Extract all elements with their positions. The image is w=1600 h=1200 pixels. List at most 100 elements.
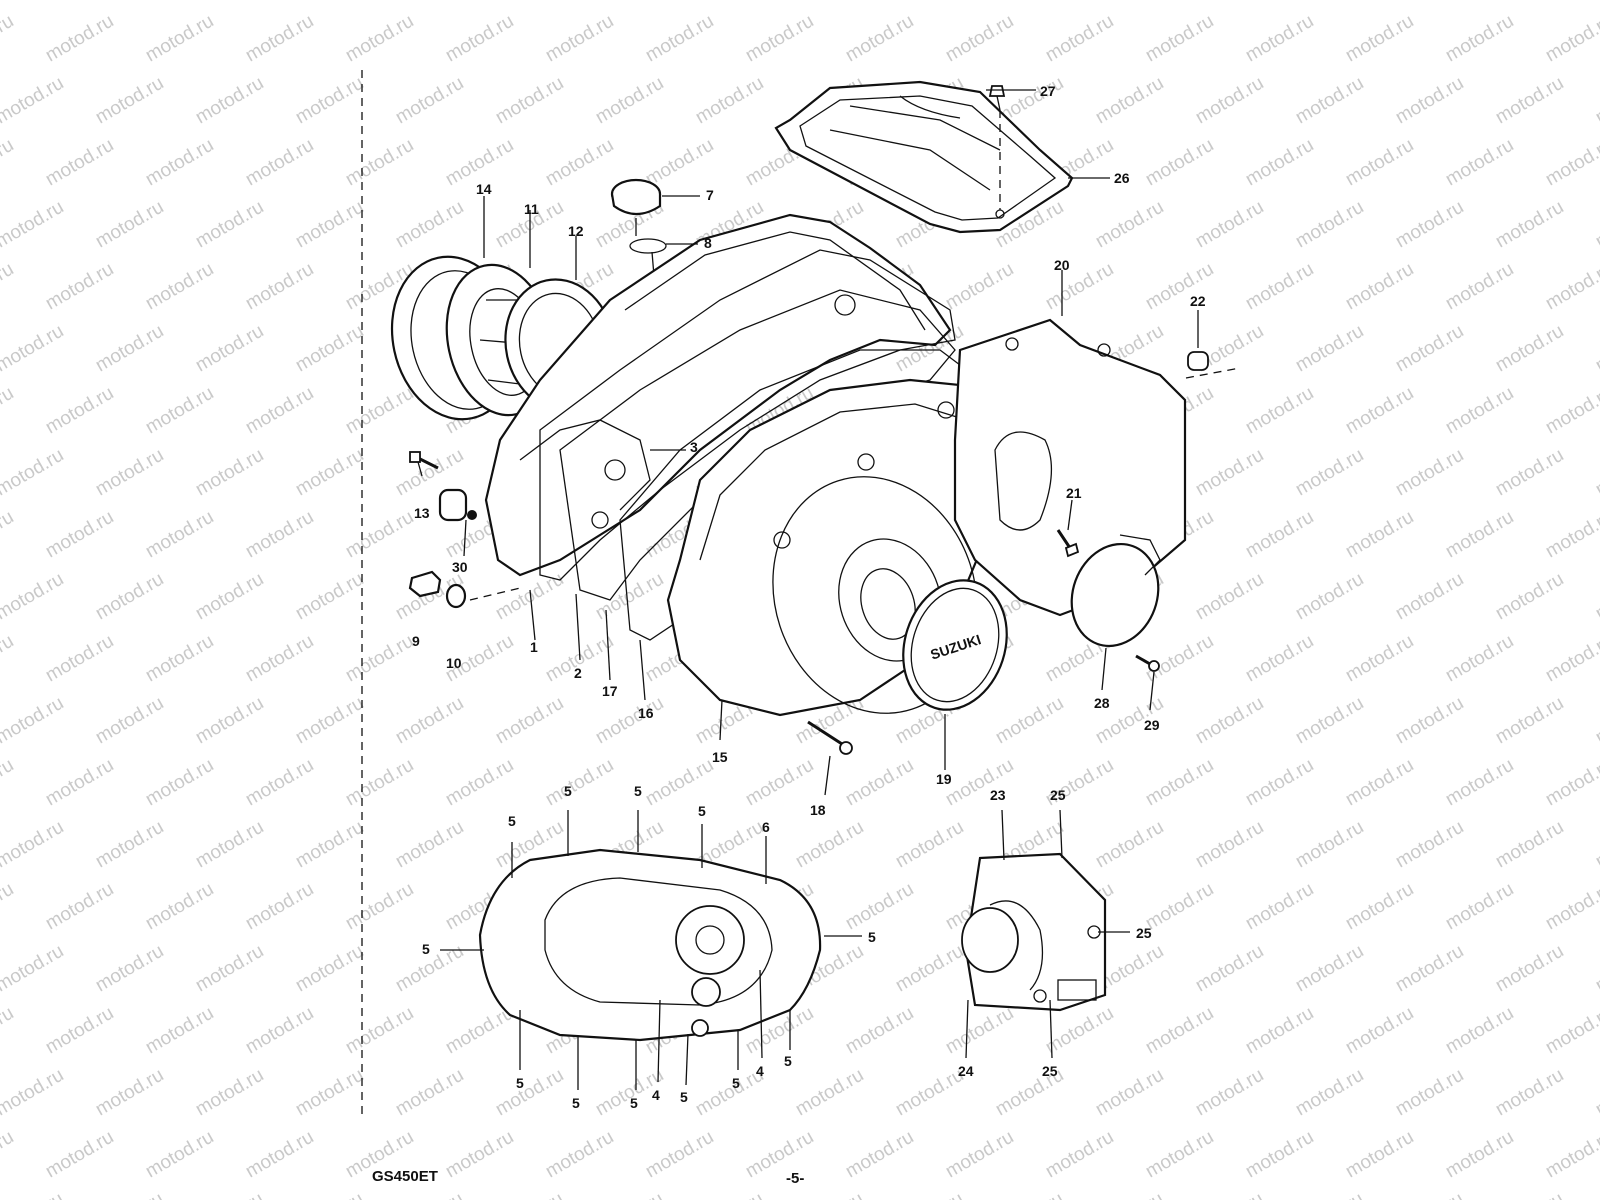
watermark-text: motod.ru [0, 383, 17, 439]
callout-18: 18 [810, 802, 826, 818]
part-18-bolt [807, 720, 853, 755]
watermark-text: motod.ru [1242, 135, 1317, 191]
watermark-text: motod.ru [1392, 1189, 1467, 1200]
watermark-text: motod.ru [1442, 1127, 1517, 1183]
watermark-text: motod.ru [1092, 817, 1167, 873]
watermark-text: motod.ru [1342, 879, 1417, 935]
watermark-text: motod.ru [292, 693, 367, 749]
callout-14: 14 [476, 181, 492, 197]
watermark-text: motod.ru [492, 1189, 567, 1200]
watermark-text: motod.ru [492, 569, 567, 625]
watermark-text: motod.ru [292, 817, 367, 873]
part-19-emblem-cover: SUZUKI [902, 579, 1008, 711]
callout-2: 2 [574, 665, 582, 681]
watermark-text: motod.ru [342, 507, 417, 563]
watermark-text: motod.ru [92, 941, 167, 997]
callout-g5f: 5 [422, 941, 430, 957]
watermark-text: motod.ru [1592, 73, 1600, 129]
watermark-text: motod.ru [1542, 879, 1600, 935]
watermark-text: motod.ru [0, 1189, 67, 1200]
part-1-crankcase-cover [484, 213, 952, 577]
watermark-text: motod.ru [1392, 817, 1467, 873]
watermark-text: motod.ru [1192, 817, 1267, 873]
watermark-text: motod.ru [942, 755, 1017, 811]
watermark-text: motod.ru [1142, 1003, 1217, 1059]
watermark-text: motod.ru [1192, 197, 1267, 253]
watermark-text: motod.ru [492, 693, 567, 749]
watermark-text: motod.ru [242, 11, 317, 67]
watermark-text: motod.ru [92, 817, 167, 873]
watermark-text: motod.ru [1292, 693, 1367, 749]
watermark-text: motod.ru [492, 0, 567, 4]
watermark-text: motod.ru [242, 135, 317, 191]
watermark-text: motod.ru [1142, 259, 1217, 315]
watermark-text: motod.ru [642, 135, 717, 191]
watermark-text: motod.ru [1092, 0, 1167, 4]
watermark-text: motod.ru [0, 321, 67, 377]
watermark-text: motod.ru [42, 135, 117, 191]
watermark-text: motod.ru [42, 631, 117, 687]
watermark-text: motod.ru [1242, 11, 1317, 67]
watermark-text: motod.ru [1292, 1189, 1367, 1200]
watermark-text: motod.ru [1192, 941, 1267, 997]
watermark-text: motod.ru [492, 73, 567, 129]
callout-20: 20 [1054, 257, 1070, 273]
watermark-text: motod.ru [142, 135, 217, 191]
watermark-text: motod.ru [842, 755, 917, 811]
watermark-text: motod.ru [1242, 259, 1317, 315]
watermark-text: motod.ru [992, 693, 1067, 749]
watermark-text: motod.ru [1342, 1003, 1417, 1059]
watermark-text: motod.ru [292, 569, 367, 625]
watermark-text: motod.ru [0, 817, 67, 873]
watermark-text: motod.ru [142, 631, 217, 687]
watermark-text: motod.ru [192, 321, 267, 377]
watermark-text: motod.ru [292, 0, 367, 4]
watermark-text: motod.ru [1492, 321, 1567, 377]
watermark-text: motod.ru [92, 73, 167, 129]
watermark-text: motod.ru [392, 1065, 467, 1121]
watermark-text: motod.ru [0, 1065, 67, 1121]
watermark-text: motod.ru [1492, 817, 1567, 873]
part-29-screw [1135, 654, 1160, 672]
watermark-text: motod.ru [1342, 259, 1417, 315]
part-13-bolt [409, 451, 439, 470]
watermark-text: motod.ru [0, 135, 17, 191]
watermark-text: motod.ru [392, 693, 467, 749]
watermark-text: motod.ru [642, 755, 717, 811]
watermark-text: motod.ru [1342, 383, 1417, 439]
watermark-text: motod.ru [742, 755, 817, 811]
watermark-text: motod.ru [0, 631, 17, 687]
watermark-text: motod.ru [1442, 507, 1517, 563]
callout-17: 17 [602, 683, 618, 699]
watermark-text: motod.ru [1592, 569, 1600, 625]
watermark-text: motod.ru [1392, 321, 1467, 377]
watermark-text: motod.ru [1242, 507, 1317, 563]
watermark-text: motod.ru [1492, 73, 1567, 129]
watermark-text: motod.ru [1042, 11, 1117, 67]
watermark-text: motod.ru [1592, 693, 1600, 749]
watermark-text: motod.ru [1442, 11, 1517, 67]
watermark-text: motod.ru [1592, 0, 1600, 4]
watermark-text: motod.ru [1492, 941, 1567, 997]
watermark-text: motod.ru [1392, 941, 1467, 997]
watermark-text: motod.ru [1442, 879, 1517, 935]
watermark-text: motod.ru [1392, 0, 1467, 4]
callout-s25c: 25 [1042, 1063, 1058, 1079]
watermark-text: motod.ru [442, 11, 517, 67]
watermark-text: motod.ru [342, 135, 417, 191]
watermark-text: motod.ru [892, 817, 967, 873]
watermark-text: motod.ru [1292, 321, 1367, 377]
clutch-cover-gasket-view [478, 848, 822, 1042]
watermark-text: motod.ru [1042, 1003, 1117, 1059]
watermark-text: motod.ru [1192, 73, 1267, 129]
callout-g5c: 5 [634, 783, 642, 799]
watermark-text: motod.ru [1542, 135, 1600, 191]
watermark-text: motod.ru [442, 1127, 517, 1183]
watermark-text: motod.ru [0, 941, 67, 997]
watermark-text: motod.ru [542, 1127, 617, 1183]
watermark-text: motod.ru [942, 259, 1017, 315]
watermark-text: motod.ru [1242, 631, 1317, 687]
callout-29: 29 [1144, 717, 1160, 733]
watermark-text: motod.ru [1292, 817, 1367, 873]
watermark-text: motod.ru [742, 11, 817, 67]
